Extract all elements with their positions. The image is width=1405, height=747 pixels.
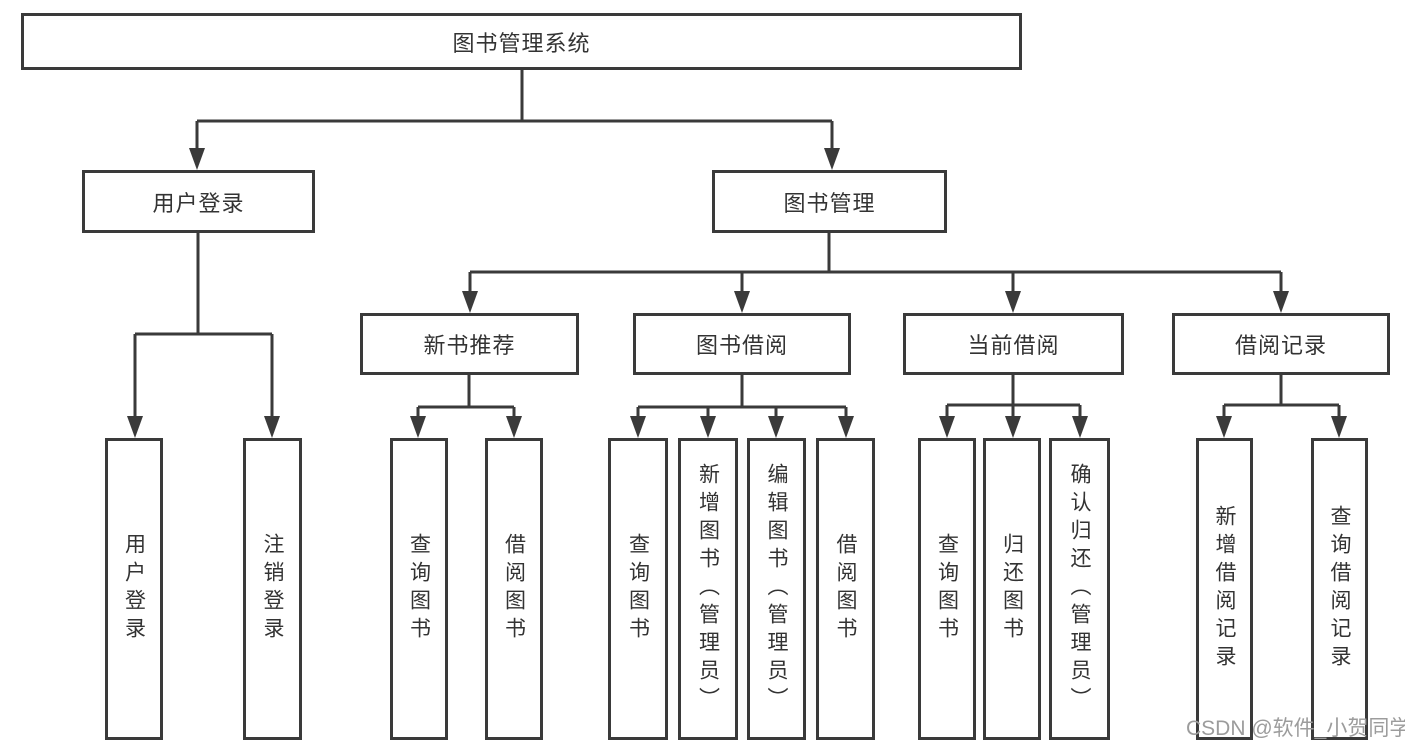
node-book-borrowing: 图书借阅 bbox=[633, 313, 851, 375]
leaf-add-books-admin: 新增图书（管理员） bbox=[678, 438, 738, 740]
leaf-logout: 注销登录 bbox=[243, 438, 302, 740]
leaf-query-books-borrowing: 查询图书 bbox=[608, 438, 668, 740]
leaf-edit-books-admin: 编辑图书（管理员） bbox=[747, 438, 806, 740]
leaf-borrow-books-borrowing: 借阅图书 bbox=[816, 438, 875, 740]
leaf-confirm-return-admin: 确认归还（管理员） bbox=[1049, 438, 1110, 740]
leaf-user-login: 用户登录 bbox=[105, 438, 163, 740]
leaf-query-borrow-record: 查询借阅记录 bbox=[1311, 438, 1368, 740]
leaf-query-books-recommend: 查询图书 bbox=[390, 438, 448, 740]
watermark: CSDN @软件_小贺同学 bbox=[1186, 717, 1405, 740]
node-user-login-label: 用户登录 bbox=[152, 190, 245, 216]
node-root-label: 图书管理系统 bbox=[452, 30, 591, 56]
leaf-add-borrow-record: 新增借阅记录 bbox=[1196, 438, 1253, 740]
node-book-management: 图书管理 bbox=[712, 170, 947, 233]
node-book-borrowing-label: 图书借阅 bbox=[695, 333, 788, 358]
leaf-return-books: 归还图书 bbox=[983, 438, 1041, 740]
node-book-management-label: 图书管理 bbox=[783, 190, 876, 216]
node-current-borrowing: 当前借阅 bbox=[903, 313, 1124, 375]
arrowhead-icons bbox=[127, 148, 1347, 438]
node-user-login: 用户登录 bbox=[82, 170, 315, 233]
node-current-borrowing-label: 当前借阅 bbox=[967, 333, 1060, 358]
node-new-book-recommend-label: 新书推荐 bbox=[423, 333, 516, 358]
node-new-book-recommend: 新书推荐 bbox=[360, 313, 579, 375]
leaf-borrow-books-recommend: 借阅图书 bbox=[485, 438, 543, 740]
node-borrowing-records: 借阅记录 bbox=[1172, 313, 1390, 375]
leaf-query-books-current: 查询图书 bbox=[918, 438, 976, 740]
node-root: 图书管理系统 bbox=[21, 13, 1022, 70]
node-borrowing-records-label: 借阅记录 bbox=[1234, 333, 1327, 358]
